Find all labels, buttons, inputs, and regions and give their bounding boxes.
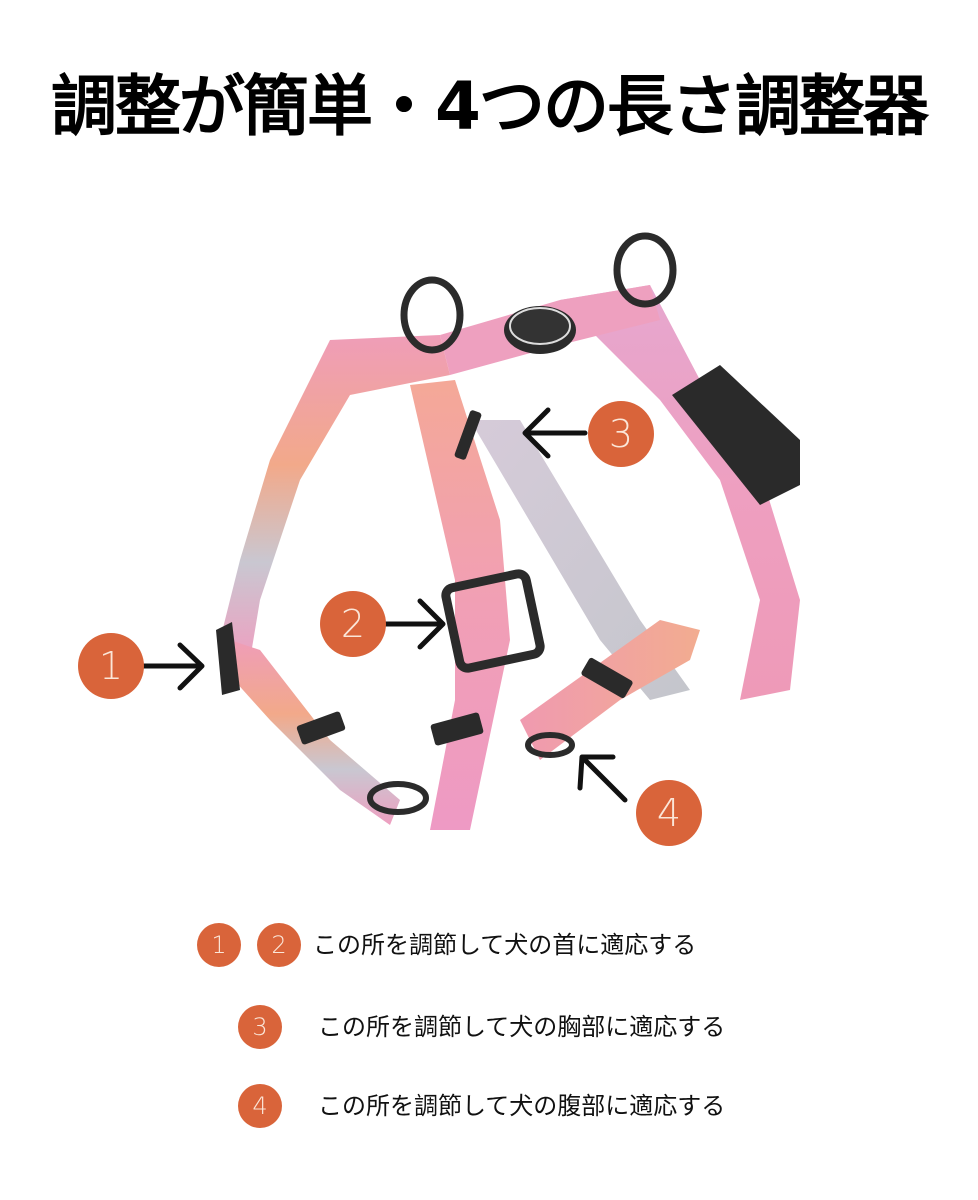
legend-badge-4: 4 [238,1084,282,1128]
legend-badge-1: 1 [197,923,241,967]
arrow-left-icon [522,407,588,459]
legend-text-chest: この所を調節して犬の胸部に適応する [318,1013,726,1041]
arrow-right-icon [382,598,446,650]
page-title: 調整が簡単・4つの長さ調整器 [51,68,929,145]
arrow-right-icon [137,642,205,691]
callout-arrows [137,407,628,803]
harness-illustration [137,232,800,830]
arrow-up-left-icon [577,754,628,803]
legend-text-belly: この所を調節して犬の腹部に適応する [318,1092,726,1120]
legend-badge-2: 2 [257,923,301,967]
legend-badge-3: 3 [238,1005,282,1049]
callout-badge-1: 1 [78,633,144,699]
legend-text-neck: この所を調節して犬の首に適応する [313,931,697,959]
harness-straps [220,285,800,830]
callout-badge-4: 4 [636,780,702,846]
callout-badge-2: 2 [320,591,386,657]
callout-badge-3: 3 [588,401,654,467]
harness-hardware [216,232,800,815]
